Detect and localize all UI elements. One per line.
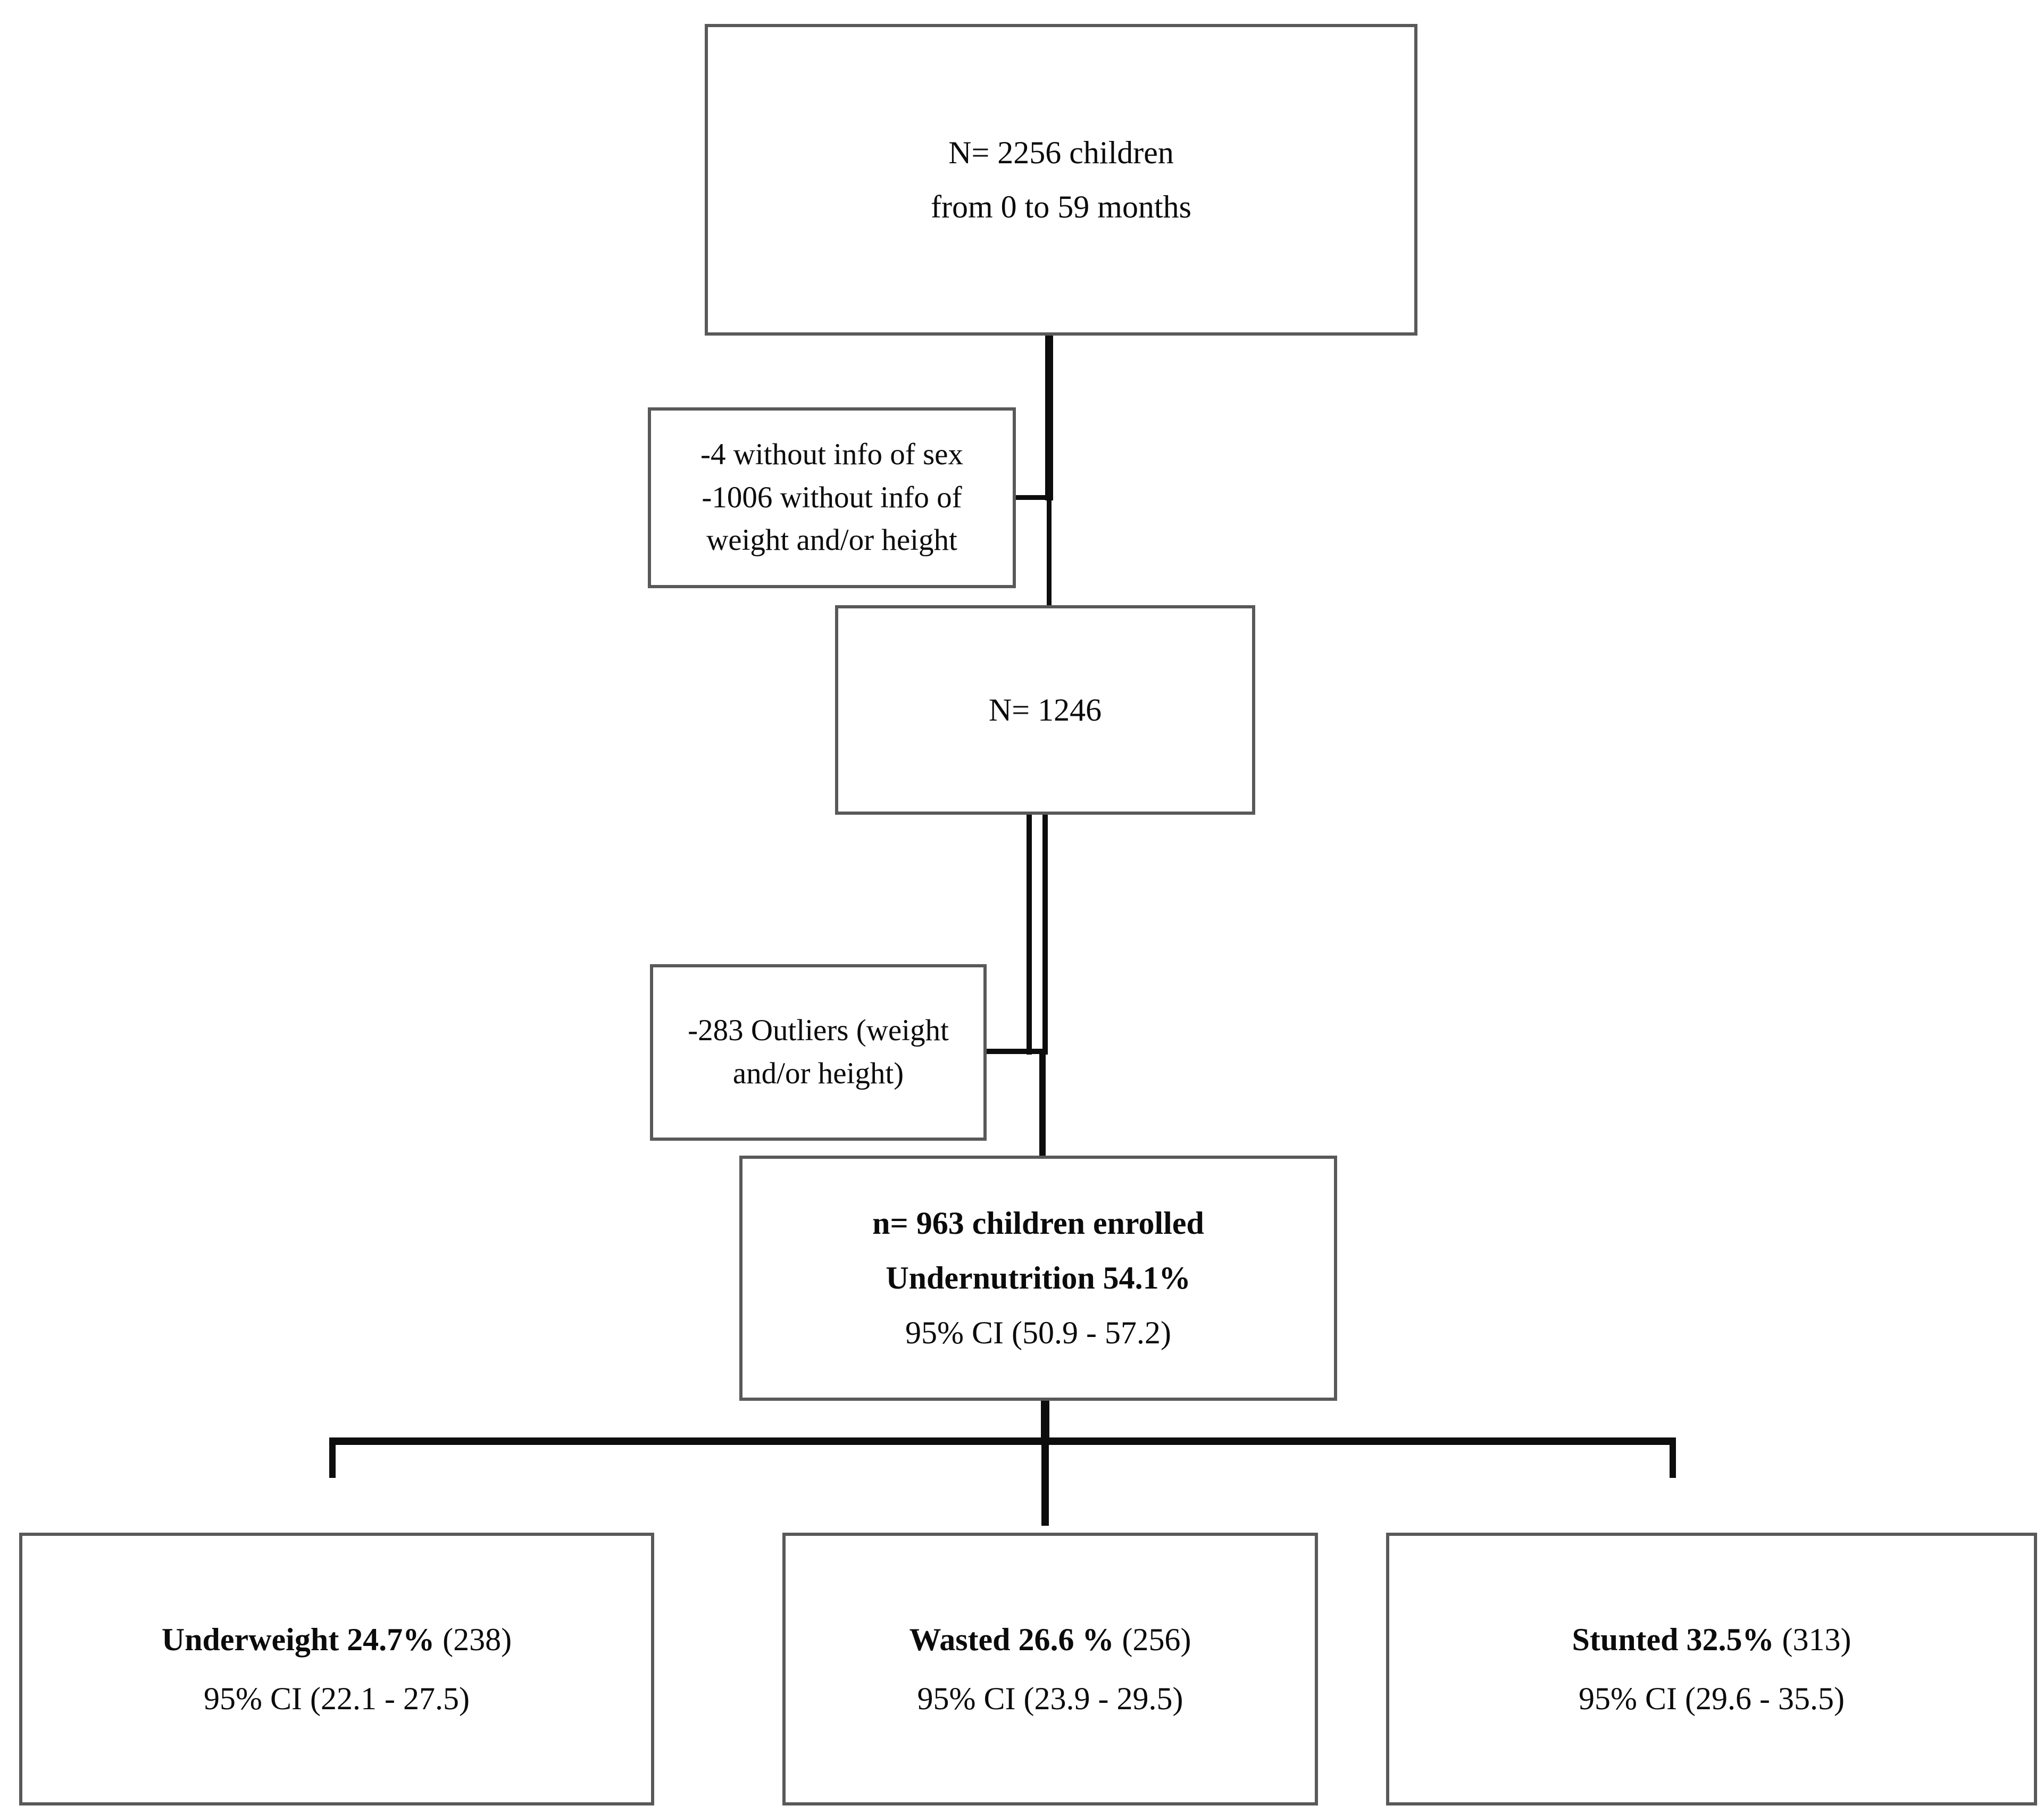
connector-top-to-junction1 [1045, 333, 1053, 500]
flow-node-outcome-stunted: Stunted 32.5% (313) 95% CI (29.6 - 35.5) [1386, 1533, 2037, 1805]
flow-node-total-children: N= 2256 children from 0 to 59 months [705, 24, 1417, 336]
stunted-result-line: Stunted 32.5% (313) [1572, 1610, 1851, 1669]
underweight-confidence-interval: 95% CI (22.1 - 27.5) [204, 1681, 470, 1716]
connector-junction2-to-enrolledbox [1039, 1054, 1046, 1158]
branch-center-drop [1041, 1445, 1049, 1526]
stunted-confidence-interval: 95% CI (29.6 - 35.5) [1579, 1681, 1845, 1716]
underweight-result-line: Underweight 24.7% (238) [162, 1610, 512, 1669]
flow-node-enrolled: n= 963 children enrolled Undernutrition … [739, 1156, 1337, 1401]
flow-node-outcome-underweight: Underweight 24.7% (238) 95% CI (22.1 - 2… [19, 1533, 654, 1805]
wasted-label-percent: Wasted 26.6 % [909, 1621, 1114, 1657]
branch-right-end-tick [1670, 1437, 1676, 1478]
undernutrition-prevalence: Undernutrition 54.1% [886, 1260, 1191, 1295]
stunted-count: (313) [1774, 1621, 1851, 1657]
undernutrition-confidence-interval: 95% CI (50.9 - 57.2) [905, 1315, 1171, 1351]
flow-node-outcome-wasted: Wasted 26.6 % (256) 95% CI (23.9 - 29.5) [782, 1533, 1318, 1805]
exclusion-outliers-1: -283 Outliers (weight [688, 1014, 949, 1048]
exclusion-missing-sex: -4 without info of sex [700, 437, 963, 471]
enrolled-count: n= 963 children enrolled [872, 1205, 1204, 1241]
exclusion-outliers-2: and/or height) [732, 1057, 904, 1090]
flow-node-exclusion-missing-info: -4 without info of sex -1006 without inf… [648, 407, 1016, 588]
flow-node-exclusion-outliers: -283 Outliers (weight and/or height) [650, 964, 987, 1141]
total-children-age-range: from 0 to 59 months [931, 189, 1191, 224]
total-children-count: N= 2256 children [948, 135, 1174, 170]
underweight-label-percent: Underweight 24.7% [161, 1621, 435, 1657]
connector-junction1-to-midbox [1047, 500, 1052, 607]
connector-midbox-double-line-right [1042, 812, 1048, 1055]
wasted-result-line: Wasted 26.6 % (256) [910, 1610, 1191, 1669]
wasted-count: (256) [1114, 1621, 1191, 1657]
branch-left-end-tick [329, 1437, 336, 1478]
connector-midbox-double-line-left [1027, 812, 1032, 1055]
connector-tick-exclusion2 [985, 1049, 1048, 1054]
branch-horizontal-line [329, 1437, 1676, 1445]
remaining-count: N= 1246 [988, 692, 1102, 728]
underweight-count: (238) [435, 1621, 512, 1657]
exclusion-missing-weight-height-2: weight and/or height [706, 523, 957, 557]
connector-tick-exclusion1 [1013, 495, 1050, 500]
stunted-label-percent: Stunted 32.5% [1572, 1621, 1774, 1657]
exclusion-missing-weight-height-1: -1006 without info of [702, 480, 962, 514]
flow-node-remaining-1246: N= 1246 [835, 605, 1255, 815]
wasted-confidence-interval: 95% CI (23.9 - 29.5) [917, 1681, 1183, 1716]
connector-enrolledbox-to-branch [1041, 1398, 1049, 1441]
